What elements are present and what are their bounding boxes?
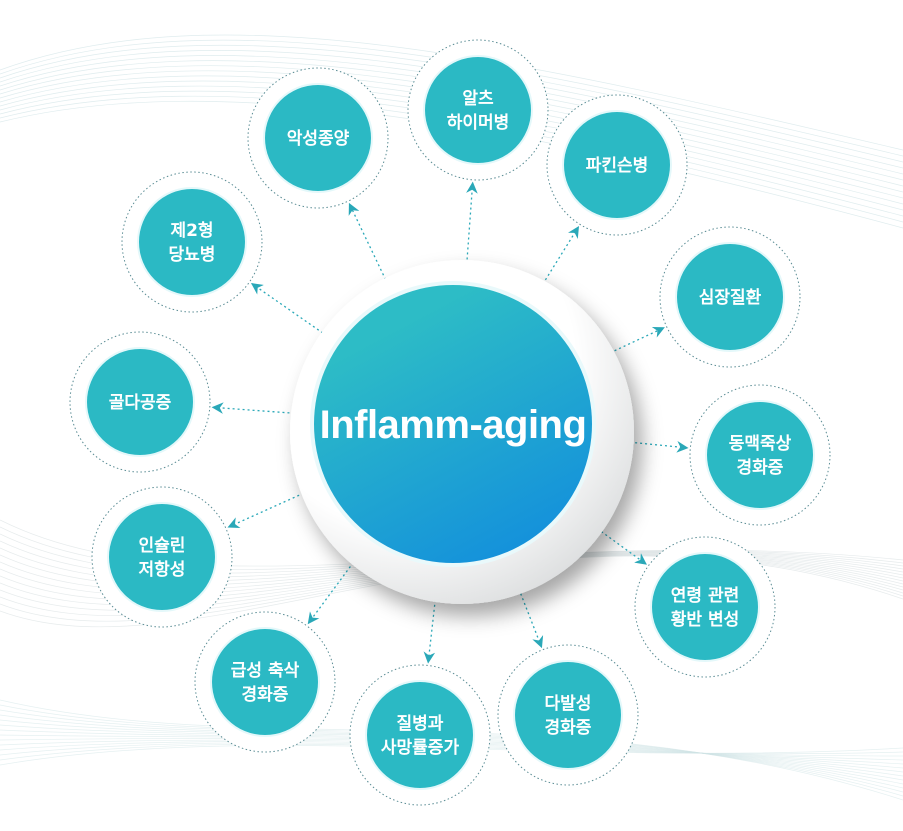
center-title: Inflamm-aging [320, 403, 587, 447]
arrow-type2-diabetes [250, 283, 328, 337]
node-label: 다발성 [545, 694, 592, 714]
node-circle [109, 504, 215, 610]
arrow-morbidity-mortality [423, 579, 439, 664]
node-label: 동맥죽상 [729, 434, 792, 454]
node-label: 경화증 [737, 458, 784, 478]
node-label: 연령 관련 [671, 585, 739, 606]
node-label: 사망률증가 [381, 738, 460, 758]
node-circle [515, 662, 621, 768]
arrow-multiple-sclerosis [511, 570, 544, 649]
node-circle [87, 349, 193, 455]
arrow-alzheimers [465, 181, 478, 270]
node-circle [707, 402, 813, 508]
arrow-heart-disease [596, 326, 665, 360]
node-circle [425, 57, 531, 163]
node-label: 골다공증 [109, 393, 172, 413]
arrow-malignant-tumor [348, 202, 389, 285]
node-label: 황반 변성 [671, 610, 739, 630]
node-label: 파킨슨병 [586, 156, 649, 176]
node-parkinsons: 파킨슨병 [546, 94, 688, 236]
node-label: 심장질환 [699, 287, 762, 308]
node-circle [564, 112, 670, 218]
center-hub: Inflamm-aging [290, 260, 634, 604]
node-circle [367, 682, 473, 788]
node-heart-disease: 심장질환 [659, 226, 801, 368]
node-label: 질병과 [397, 713, 444, 734]
node-circle [139, 189, 245, 295]
node-label: 알츠 [462, 89, 494, 109]
node-malignant-tumor: 악성종양 [247, 67, 389, 209]
center-circle [314, 285, 592, 563]
node-label: 악성종양 [287, 129, 350, 149]
node-label: 인슐린 [139, 536, 186, 556]
arrows [211, 181, 689, 664]
node-label: 당뇨병 [169, 245, 216, 265]
node-circle [652, 554, 758, 660]
node-circle [212, 629, 318, 735]
arrow-macular-degeneration [580, 516, 647, 565]
node-circle [265, 85, 371, 191]
node-label: 하이머병 [447, 113, 510, 133]
node-label: 제2형 [170, 220, 213, 241]
node-label: 저항성 [139, 559, 186, 580]
node-circle [677, 244, 783, 350]
node-label: 경화증 [545, 718, 592, 738]
arrow-osteoporosis [211, 402, 300, 415]
node-label: 급성 축삭 [231, 661, 300, 681]
node-osteoporosis: 골다공증 [69, 331, 211, 473]
node-label: 경화증 [242, 685, 289, 705]
arrow-insulin-resistance [227, 488, 314, 529]
